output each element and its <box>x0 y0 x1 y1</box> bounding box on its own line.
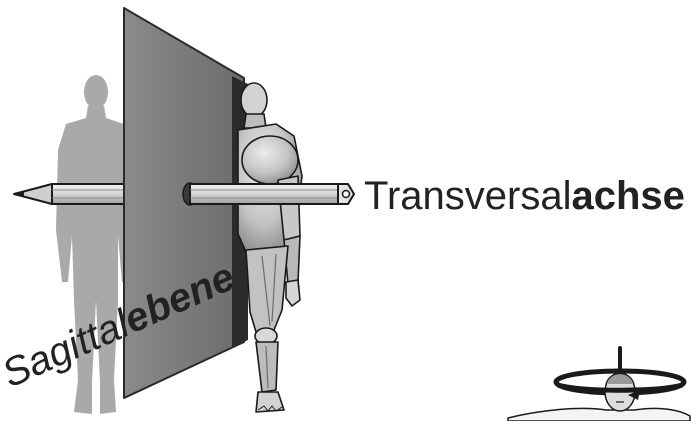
plane-label-regular: Sagittal <box>0 301 137 396</box>
rotating-head-icon <box>507 346 691 421</box>
axis-label-bold: achse <box>571 174 684 218</box>
muscle-figure <box>237 82 303 413</box>
axis-pencil-front <box>189 183 355 205</box>
axis-pencil-back <box>13 183 129 205</box>
axis-label: Transversalachse <box>364 174 685 218</box>
axis-label-regular: Transversal <box>364 174 571 218</box>
